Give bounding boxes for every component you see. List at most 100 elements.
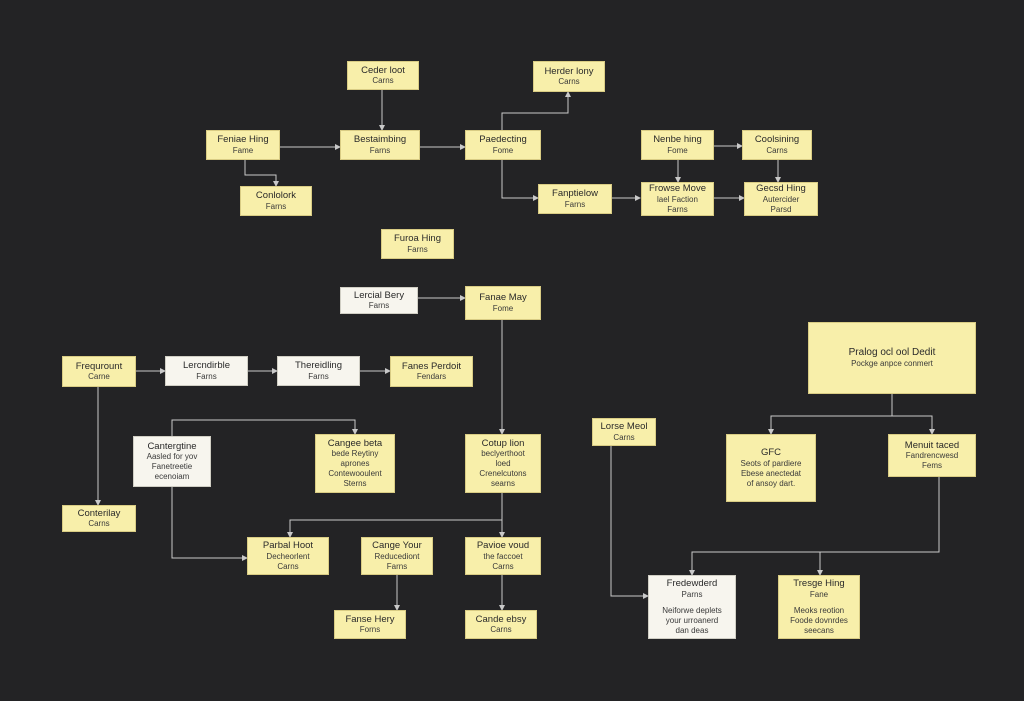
node-label-line: Frowse Move [648,183,706,195]
node-label-line: Menuit taced [904,439,960,451]
node-label-line: seecans [804,625,834,635]
node-label-line: Carns [88,519,110,529]
node-label-line: Lorse Meol [600,421,648,433]
node-label-line: Farns [369,145,391,155]
node-label-line: Decheorlent [266,551,310,561]
node-label-line: Conterilay [77,507,121,519]
node-label-line: Cande ebsy [475,613,527,625]
node-label-line: Neiforwe deplets [662,605,722,615]
node-label-line: Thereidling [295,360,342,372]
node-label-line: Crenelcutons [479,469,527,479]
node-label-line: Farns [265,201,287,211]
node-label-line: Fome [667,145,688,155]
edge [768,394,893,435]
node-label-line: Carns [277,561,299,571]
node-label-line: Pockge anpce conmert [851,359,933,369]
edge [610,446,649,599]
node-label-line: Farns [308,371,329,381]
node-label-line: lael Faction [657,194,698,204]
node-label-line: Forns [359,625,381,635]
edge [244,160,279,187]
node-label-line: your urroanerd [665,615,719,625]
node-label-line: Fome [492,303,514,313]
node-label-line: Fandrencwesd [905,451,959,461]
node-label-line: GFC [760,447,782,459]
node-label-line: Conlolork [255,190,297,202]
node-label-line: the faccoet [483,551,523,561]
node-label-line: Parsd [770,204,792,214]
node-label-line: Parns [681,589,703,599]
node-label-line: Fome [492,145,514,155]
node-label-line: Foode dovnrdes [790,615,848,625]
node-label-line: Fanae May [479,292,527,304]
node-label-line: ecenoiam [154,472,190,482]
node-label-line: Pavioe voud [476,540,530,552]
node-label-line: Farns [407,244,428,254]
node-label-line: Cotup lion [481,437,525,449]
node-label-line: Farns [368,301,390,311]
node-label-line: Cange Your [372,540,422,552]
edge [287,493,503,538]
node-label-line: Bestaimbing [353,134,407,146]
node-label-line: Farns [196,371,217,381]
node-label-line: Carns [613,432,635,442]
node-label-line: Fame [232,145,254,155]
node-label-line: Lercndirble [183,360,230,372]
node-label-line: Cantergtine [147,440,197,452]
node-label-line: Farns [667,204,688,214]
node-label-line: Herder lony [544,65,594,77]
edge [501,91,571,130]
node-label-line: Fems [922,461,942,471]
node-label-line: Lercial Bery [353,289,405,301]
node-label-line: Farns [564,199,586,209]
node-label-line: Cangee beta [327,437,383,449]
node-label-line: Ceder loot [361,64,405,76]
node-label-line: Carns [766,145,788,155]
node-label-line: beclyerthoot [481,449,525,459]
node-label-line: Feniae Hing [217,134,269,146]
node-label-line: Tresge Hing [793,578,845,590]
node-label-line: Gecsd Hing [756,183,806,195]
node-label-line: Fredewderd [666,578,718,590]
edge [171,487,248,561]
node-label-line: Sterns [343,479,367,489]
node-label-line: Fanptielow [552,188,598,200]
edge [892,415,935,435]
node-label-line: Carns [490,625,512,635]
node-label-line: Aasled for yov [146,452,198,462]
node-label-line: Furoa Hing [394,233,441,245]
node-label-line: Carns [492,561,514,571]
node-label-line: Carne [88,372,110,382]
node-label-line: Pralog ocl ool Dedit [848,346,936,358]
node-label-line: Fendars [416,372,447,382]
node-label-line: loed [495,459,511,469]
node-label-line: Fanes Perdoit [401,360,462,372]
node-label-line: Nenbe hing [653,134,702,146]
node-label-line: Autercider [762,194,800,204]
